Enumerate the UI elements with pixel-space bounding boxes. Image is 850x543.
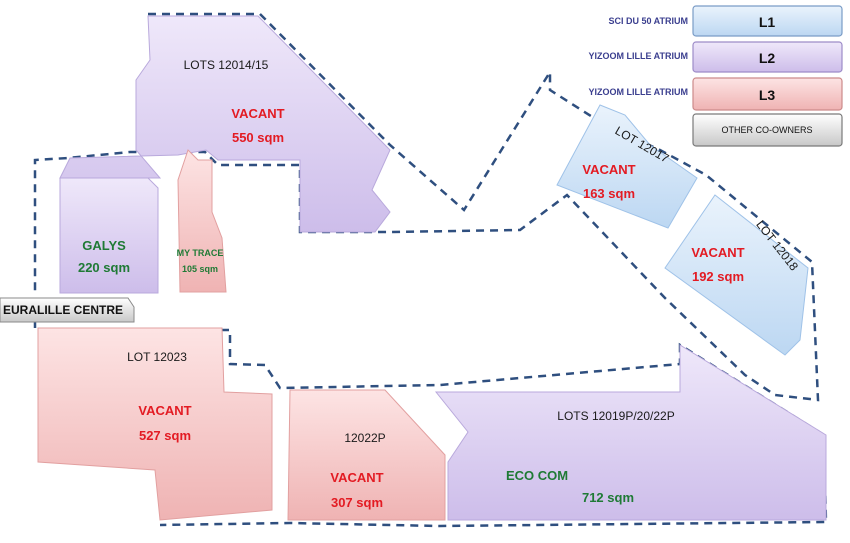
lot-12022p-status: VACANT	[330, 470, 383, 485]
legend-owner-l3: YIZOOM LILLE ATRIUM	[589, 87, 689, 97]
galys-shape[interactable]	[59, 177, 159, 294]
lot-12014-area: 550 sqm	[232, 130, 284, 145]
lot-12018-shape[interactable]	[664, 194, 809, 356]
legend-key-other: OTHER CO-OWNERS	[722, 125, 813, 135]
lot-12022p-shape[interactable]	[287, 389, 446, 521]
lot-12014-name: LOTS 12014/15	[184, 58, 269, 72]
galys-tenant: GALYS	[82, 238, 126, 253]
lot-12018-status: VACANT	[691, 245, 744, 260]
lots-12019p-shape[interactable]	[434, 344, 827, 521]
lots-12019p-area: 712 sqm	[582, 490, 634, 505]
building-outline	[33, 12, 828, 528]
lots-12019p-tenant: ECO COM	[506, 468, 568, 483]
legend-owner-l2: YIZOOM LILLE ATRIUM	[589, 51, 689, 61]
lot-12017-status: VACANT	[582, 162, 635, 177]
lot-12018-area: 192 sqm	[692, 269, 744, 284]
lot-12023-area: 527 sqm	[139, 428, 191, 443]
lot-12017-area: 163 sqm	[583, 186, 635, 201]
lots-12019p-name: LOTS 12019P/20/22P	[557, 409, 674, 423]
lot-12014-status: VACANT	[231, 106, 284, 121]
lot-12023-name: LOT 12023	[127, 350, 187, 364]
legend-key-l1: L1	[759, 14, 776, 30]
my-trace-area: 105 sqm	[182, 264, 218, 274]
legend-key-l3: L3	[759, 87, 776, 103]
my-trace-tenant: MY TRACE	[177, 248, 224, 258]
my-trace-shape[interactable]	[177, 149, 227, 293]
galys-area: 220 sqm	[78, 260, 130, 275]
lot-12023-shape[interactable]	[37, 327, 273, 521]
legend: SCI DU 50 ATRIUM YIZOOM LILLE ATRIUM YIZ…	[589, 5, 843, 147]
lot-12017-shape[interactable]	[556, 104, 698, 229]
lot-12023-status: VACANT	[138, 403, 191, 418]
lot-12022p-area: 307 sqm	[331, 495, 383, 510]
legend-owner-l1: SCI DU 50 ATRIUM	[608, 16, 688, 26]
euralille-centre-label: EURALILLE CENTRE	[3, 303, 123, 317]
legend-key-l2: L2	[759, 50, 776, 66]
euralille-centre-tag	[0, 297, 135, 323]
lot-12022p-name: 12022P	[344, 431, 385, 445]
